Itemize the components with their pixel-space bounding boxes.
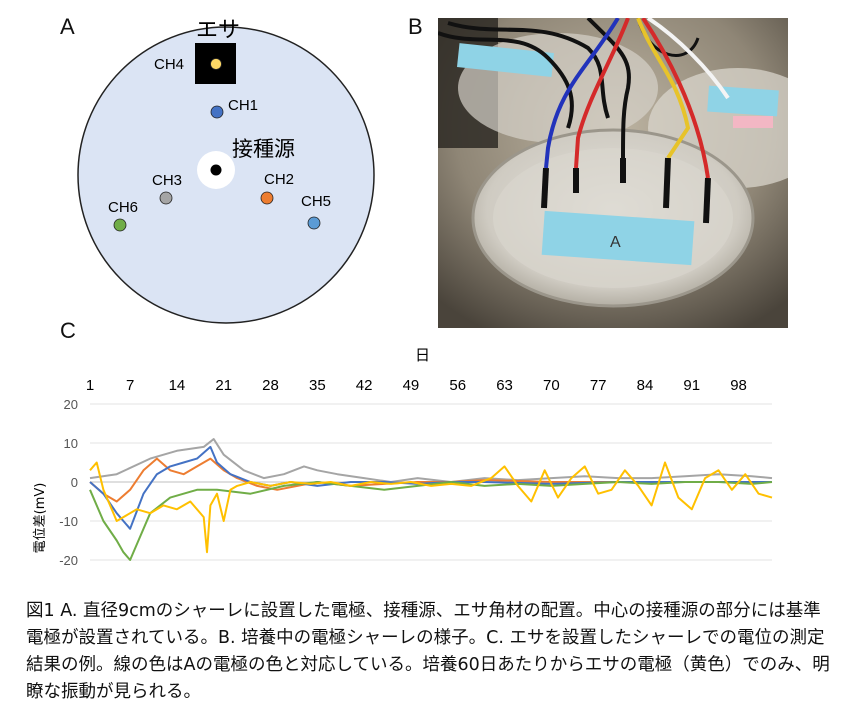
y-axis-ticks: 20 10 0 -10 -20	[59, 397, 78, 568]
x-tick-label: 49	[403, 377, 420, 394]
x-tick-label: 77	[590, 377, 607, 394]
panel-letter-c: C	[60, 318, 76, 343]
series-line-1	[89, 438, 773, 483]
y-tick-label: -10	[59, 514, 78, 529]
ch5-electrode	[307, 216, 321, 230]
x-tick-label: 98	[730, 377, 747, 394]
x-tick-label: 7	[126, 377, 134, 394]
x-tick-label: 56	[449, 377, 466, 394]
x-tick-label: 28	[262, 377, 279, 394]
ch1-label: CH1	[228, 97, 258, 114]
ch5-label: CH5	[301, 193, 331, 210]
y-tick-label: 0	[71, 475, 78, 490]
ch2-label: CH2	[264, 171, 294, 188]
y-tick-label: -20	[59, 553, 78, 568]
electrode-layout-diagram: エサ 接種源 CH4 CH1 CH3 CH2 CH6 CH5	[77, 18, 375, 324]
series-line-3	[89, 445, 772, 530]
ch3-label: CH3	[152, 172, 182, 189]
inoculum-center	[210, 164, 222, 176]
x-tick-label: 42	[356, 377, 373, 394]
x-tick-label: 91	[683, 377, 700, 394]
voltage-chart: 日 1 7 14 21 28 35 42 49 56 63 70 77 84 91 98 20 10 0 -10 -…	[33, 346, 773, 568]
x-tick-label: 1	[86, 377, 94, 394]
ch3-electrode	[159, 191, 173, 205]
y-tick-label: 20	[64, 397, 78, 412]
y-axis-label: 電位差(mV)	[33, 483, 48, 554]
x-tick-label: 35	[309, 377, 326, 394]
series-lines	[89, 438, 773, 561]
bait-label: エサ	[196, 18, 240, 43]
x-axis-ticks: 1 7 14 21 28 35 42 49 56 63 70 77 84 91 98	[86, 377, 747, 394]
panel-letter-b: B	[408, 14, 423, 39]
ch6-electrode	[113, 218, 127, 232]
panel-letter-a: A	[60, 14, 75, 39]
ch2-electrode	[260, 191, 274, 205]
photo-dish-label: A	[610, 234, 621, 251]
figure-caption: 図1 A. 直径9cmのシャーレに設置した電極、接種源、エサ角材の配置。中心の接…	[26, 601, 830, 702]
inoculum-label: 接種源	[232, 137, 295, 161]
x-tick-label: 21	[215, 377, 232, 394]
ch6-label: CH6	[108, 199, 138, 216]
series-line-5	[89, 461, 773, 554]
ch4-electrode	[210, 58, 222, 70]
x-tick-label: 63	[496, 377, 513, 394]
y-tick-label: 10	[64, 436, 78, 451]
petri-dish-photo: A	[438, 18, 788, 328]
x-tick-label: 14	[169, 377, 186, 394]
x-tick-label: 84	[637, 377, 654, 394]
ch1-electrode	[210, 105, 224, 119]
ch4-label: CH4	[154, 56, 184, 73]
x-tick-label: 70	[543, 377, 560, 394]
x-axis-label: 日	[415, 346, 430, 364]
